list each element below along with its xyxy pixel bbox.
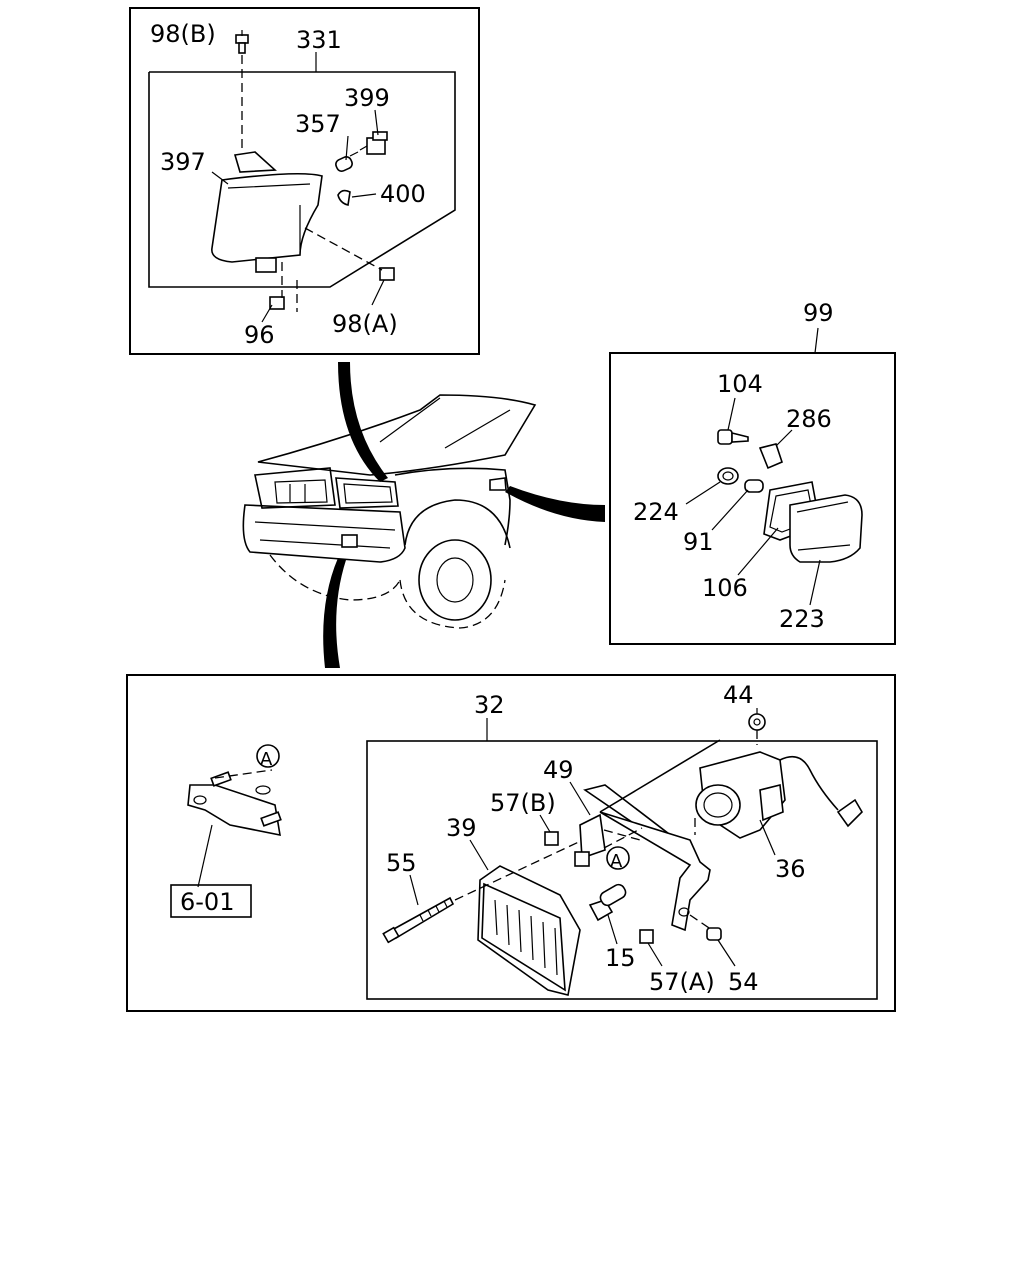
side-marker-panel: 99 104 286 224 91 106 223 — [609, 299, 896, 645]
clip-part — [337, 189, 351, 206]
screw-98a — [379, 267, 395, 281]
callout-15: 15 — [605, 944, 636, 972]
reference-a-circle-1 — [256, 744, 280, 768]
callout-55: 55 — [386, 849, 417, 877]
callout-98a: 98(A) — [332, 310, 398, 338]
lamp-cover-36 — [695, 751, 864, 839]
callout-400: 400 — [380, 180, 426, 208]
callout-397: 397 — [160, 148, 206, 176]
lamp-assembly-outline — [148, 71, 456, 288]
socket-224 — [717, 467, 739, 485]
callout-399: 399 — [344, 84, 390, 112]
fog-lamp-assembly-outline — [366, 740, 878, 1000]
marker-lens-223 — [789, 494, 863, 563]
grille — [254, 467, 336, 509]
bolt-55 — [382, 896, 455, 944]
callout-99: 99 — [803, 299, 834, 327]
callout-98b: 98(B) — [150, 20, 216, 48]
front-wheel — [418, 539, 492, 621]
fog-lamp-location — [341, 534, 358, 548]
screw-98b — [235, 34, 249, 54]
callout-331: 331 — [296, 26, 342, 54]
reference-a-label-1: A — [260, 749, 273, 770]
callout-49: 49 — [543, 756, 574, 784]
mount-plate — [599, 811, 711, 932]
fog-lamp-frame — [126, 674, 896, 1012]
callout-39: 39 — [446, 814, 477, 842]
nut-57b — [544, 831, 559, 846]
fog-lamp-39 — [477, 865, 581, 996]
callout-54: 54 — [728, 968, 759, 996]
clip-96 — [269, 296, 285, 310]
callout-104: 104 — [717, 370, 763, 398]
bulb-socket — [359, 131, 388, 155]
fog-lamp-panel: A 6-01 A — [126, 674, 896, 1012]
callout-357: 357 — [295, 110, 341, 138]
nut-44 — [748, 713, 766, 731]
corner-lamp-bulb — [335, 151, 359, 172]
reference-a-circle-2 — [606, 846, 630, 870]
bulb-15 — [588, 883, 627, 922]
screw-54 — [706, 927, 722, 941]
clip-286 — [758, 443, 783, 470]
vehicle-front-view — [242, 362, 605, 668]
callout-32: 32 — [474, 691, 505, 719]
callout-224: 224 — [633, 498, 679, 526]
corner-lamp-frame — [129, 7, 480, 355]
corner-lamp-lens — [211, 151, 323, 273]
headlight — [335, 477, 399, 509]
callout-91: 91 — [683, 528, 714, 556]
corner-lamp-panel: 98(B) 331 399 357 397 400 96 98(A) — [129, 7, 480, 355]
pointer-fog-lamp — [323, 558, 346, 668]
screw-104 — [717, 429, 749, 445]
callout-57b: 57(B) — [490, 789, 556, 817]
nut-57a — [639, 929, 654, 944]
callout-106: 106 — [702, 574, 748, 602]
reference-box-label: 6-01 — [180, 888, 234, 916]
bulb-91 — [744, 479, 764, 493]
side-marker-frame — [609, 352, 896, 645]
callout-223: 223 — [779, 605, 825, 633]
callout-57a: 57(A) — [649, 968, 715, 996]
callout-286: 286 — [786, 405, 832, 433]
callout-96: 96 — [244, 321, 275, 349]
pointer-side-marker — [505, 486, 605, 522]
front-bumper — [242, 504, 406, 563]
reference-a-label-2: A — [610, 851, 623, 872]
pointer-corner-lamp — [338, 362, 388, 482]
reference-box — [170, 884, 252, 918]
callout-36: 36 — [775, 855, 806, 883]
callout-44: 44 — [723, 681, 754, 709]
mount-bracket — [187, 769, 282, 837]
